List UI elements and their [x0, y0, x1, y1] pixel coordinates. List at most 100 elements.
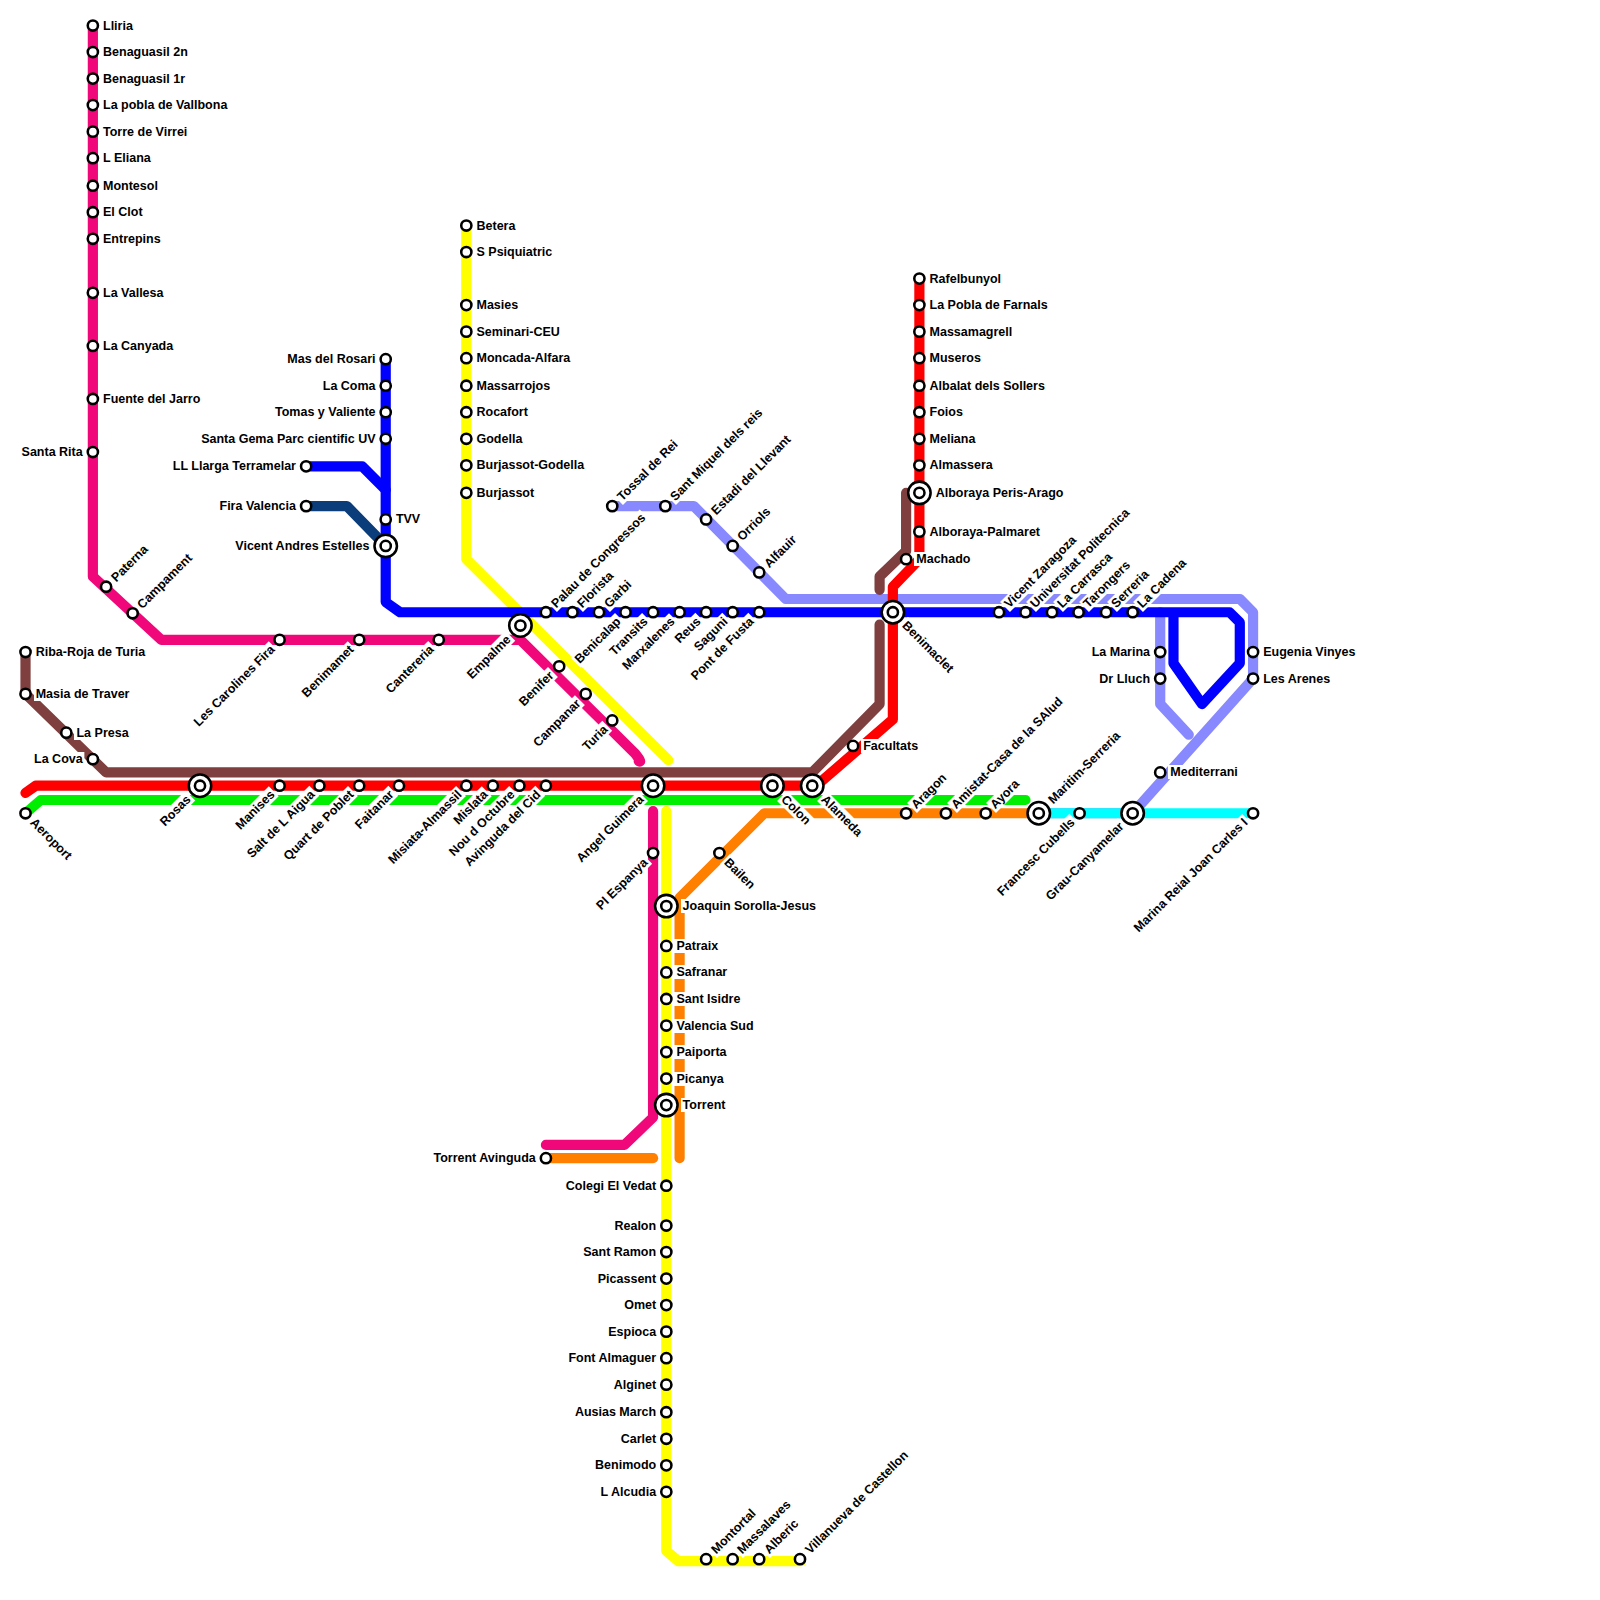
station-dot [88, 73, 98, 83]
station-dot [642, 774, 664, 796]
station-dot [461, 220, 471, 230]
station-dot [620, 607, 630, 617]
station-label: Realon [612, 1219, 658, 1233]
station-dot [1073, 607, 1083, 617]
station-dot [541, 1153, 551, 1163]
station-label: Omet [622, 1298, 658, 1312]
station-label: TVV [394, 512, 422, 526]
station-dot [661, 1220, 671, 1230]
station-dot [461, 300, 471, 310]
station-label: Bailen [720, 854, 759, 893]
station-label: Rosas [156, 791, 195, 830]
station-label: Ayora [986, 775, 1023, 812]
metro-line [612, 506, 1253, 813]
station-label: Fira Valencia [218, 499, 298, 513]
station-label: Joaquin Sorolla-Jesus [681, 899, 818, 913]
station-dot [1121, 802, 1143, 824]
station-dot [1034, 808, 1044, 818]
station-dot [914, 527, 924, 537]
station-label: Massarrojos [474, 379, 552, 393]
station-label: El Clot [101, 205, 145, 219]
station-label: Meliana [928, 432, 978, 446]
station-label: Font Almaguer [566, 1351, 658, 1365]
station-dot [434, 635, 444, 645]
station-label: Aragon [907, 769, 951, 813]
station-label: Patraix [674, 939, 720, 953]
station-dot [607, 715, 617, 725]
station-label: Pl Espanya [592, 854, 652, 914]
station-dot [661, 1020, 671, 1030]
station-label: La Canyada [101, 339, 175, 353]
station-dot [648, 607, 658, 617]
station-dot [754, 1554, 764, 1564]
station-label: Sant Isidre [674, 992, 742, 1006]
station-label: Moncada-Alfara [474, 351, 572, 365]
station-dot [914, 407, 924, 417]
station-label: Mas del Rosari [285, 352, 377, 366]
station-dot [661, 941, 671, 951]
station-label: Paterna [107, 541, 152, 586]
station-dot [381, 354, 391, 364]
station-dot [661, 1273, 671, 1283]
station-label: La Cova [32, 752, 85, 766]
station-dot [461, 781, 471, 791]
station-label: Espioca [606, 1325, 658, 1339]
station-label: Empalme [463, 631, 515, 683]
station-label: Les Arenes [1261, 672, 1332, 686]
station-dot [1128, 607, 1138, 617]
station-label: Angel Guimera [572, 791, 648, 867]
station-dot [88, 341, 98, 351]
station-dot [701, 607, 711, 617]
station-dot [607, 501, 617, 511]
station-label: Riba-Roja de Turia [34, 645, 148, 659]
station-label: Dr Lluch [1097, 672, 1152, 686]
station-label: Albalat dels Sollers [928, 379, 1047, 393]
station-dot [888, 607, 898, 617]
station-dot [661, 1100, 671, 1110]
station-label: Torre de Virrei [101, 125, 189, 139]
station-dot [88, 153, 98, 163]
metro-line [26, 624, 880, 772]
station-label: Rocafort [474, 405, 529, 419]
station-label: Turia [578, 721, 612, 755]
station-label: LL Llarga Terramelar [171, 459, 298, 473]
station-label: Godella [474, 432, 524, 446]
station-dot [914, 460, 924, 470]
station-dot [541, 781, 551, 791]
station-dot [655, 1094, 677, 1116]
station-label: Marina Reial Joan Carles I [1130, 814, 1252, 936]
station-dot [88, 127, 98, 137]
station-dot [728, 1554, 738, 1564]
station-label: Alboraya Peris-Arago [934, 486, 1066, 500]
station-dot [848, 741, 858, 751]
station-label: Quart de Poblet [280, 786, 359, 865]
station-label: Tomas y Valiente [273, 405, 378, 419]
station-dot [648, 781, 658, 791]
metro-line [93, 26, 640, 762]
station-dot [754, 607, 764, 617]
station-dot [941, 808, 951, 818]
station-dot [20, 689, 30, 699]
station-dot [461, 381, 471, 391]
station-dot [754, 567, 764, 577]
station-dot [1128, 808, 1138, 818]
station-label: Seminari-CEU [474, 325, 561, 339]
station-dot [1248, 647, 1258, 657]
station-label: Foios [928, 405, 965, 419]
station-label: La pobla de Vallbona [101, 98, 229, 112]
station-label: Benimamet [298, 641, 358, 701]
station-dot [394, 781, 404, 791]
station-label: Rafelbunyol [928, 272, 1004, 286]
station-dot [1155, 673, 1165, 683]
station-dot [461, 407, 471, 417]
station-label: Ausias March [573, 1405, 658, 1419]
station-dot [801, 774, 823, 796]
station-label: Masies [474, 298, 520, 312]
station-dot [914, 488, 924, 498]
station-dot [488, 781, 498, 791]
station-dot [1020, 607, 1030, 617]
station-label: Sant Ramon [581, 1245, 658, 1259]
station-label: Valencia Sud [674, 1019, 755, 1033]
metro-line [680, 813, 1039, 1158]
station-dot [661, 994, 671, 1004]
